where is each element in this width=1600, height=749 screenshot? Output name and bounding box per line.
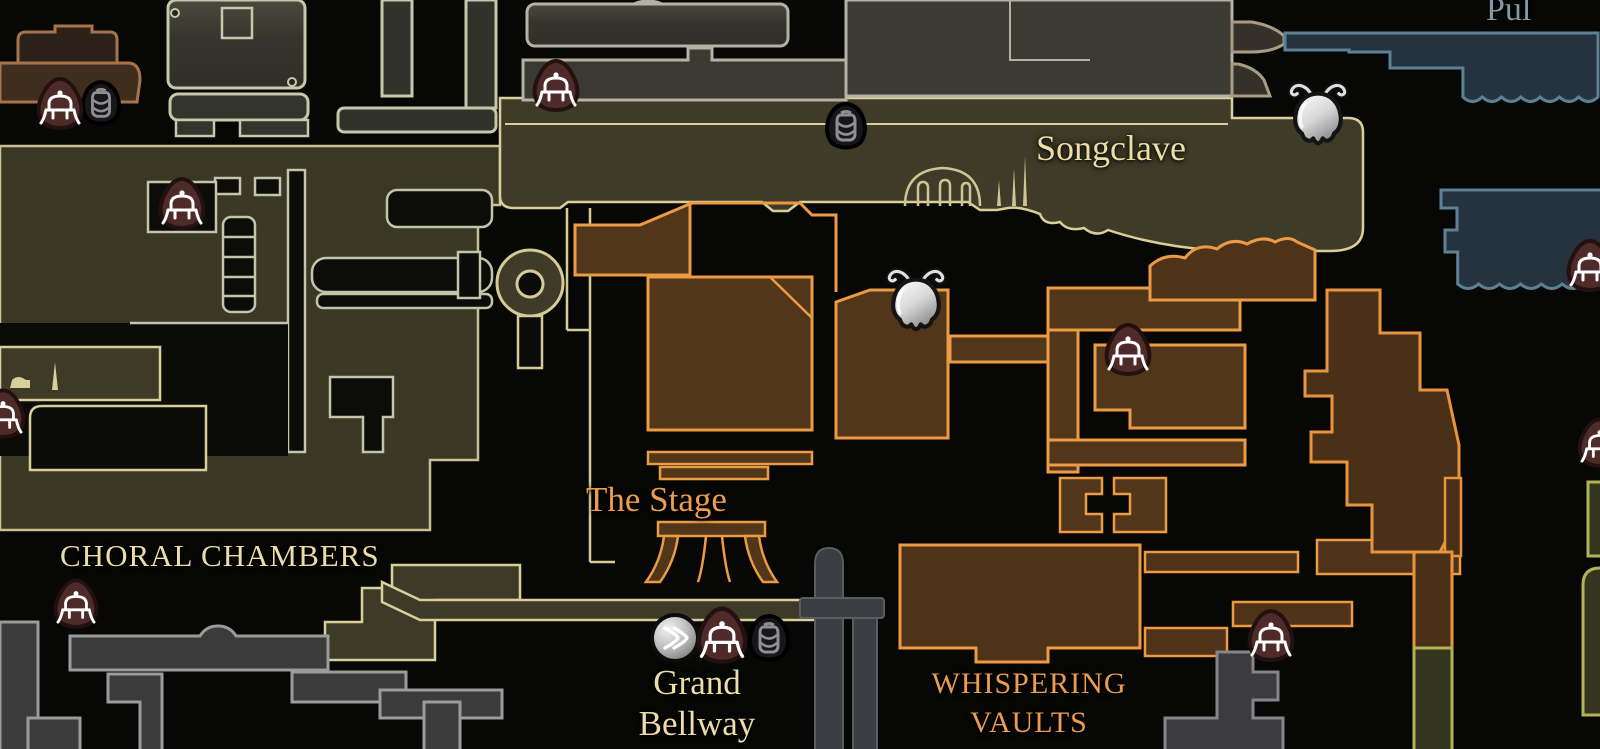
ring-room — [456, 208, 615, 564]
marker-bench-icon — [1247, 609, 1295, 662]
stage-orange-rooms — [573, 201, 1317, 584]
marker-fast-travel-icon — [650, 613, 700, 663]
right-descender-rooms — [1303, 288, 1600, 749]
marker-bench-icon — [1104, 323, 1152, 376]
label-the-stage: The Stage — [586, 480, 727, 519]
label-choral-chambers: CHORAL CHAMBERS — [60, 538, 380, 573]
marker-bench-icon — [36, 77, 84, 130]
top-gray-rooms — [521, 0, 1286, 102]
label-whispering-vaults: WHISPERING VAULTS — [898, 664, 1160, 742]
label-grand-bellway-line1: Grand — [653, 663, 741, 702]
whispering-vaults-rooms — [898, 538, 1462, 664]
pipe-works — [799, 546, 885, 749]
marker-bench-icon — [532, 59, 580, 112]
khaki-detail-rooms — [0, 345, 208, 472]
marker-bench-icon — [158, 177, 206, 230]
label-whispering-vaults-line2: VAULTS — [970, 706, 1088, 739]
bracket-room-right — [1112, 476, 1168, 534]
top-sage-rooms — [166, 0, 498, 138]
stage-pedestal — [643, 520, 780, 584]
label-whispering-vaults-line1: WHISPERING — [931, 667, 1127, 700]
bottom-gray-rooms — [0, 620, 504, 749]
bracket-room-left — [1058, 476, 1104, 534]
gray-elbow-room — [1163, 650, 1285, 749]
label-grand-bellway-line2: Bellway — [638, 704, 756, 743]
label-songclave: Songclave — [1036, 128, 1186, 168]
marker-bell-shrine-icon — [748, 614, 790, 662]
choral-chambers-rooms — [0, 0, 494, 472]
dome-decoration — [903, 156, 1027, 207]
marker-bench-icon — [53, 578, 99, 629]
marker-bell-shrine-icon — [81, 80, 121, 126]
marker-bench-icon — [699, 609, 745, 662]
label-clipped-top-right: Pul — [1486, 0, 1532, 28]
marker-bench-icon — [1577, 417, 1600, 468]
marker-bell-shrine-icon — [825, 102, 867, 150]
